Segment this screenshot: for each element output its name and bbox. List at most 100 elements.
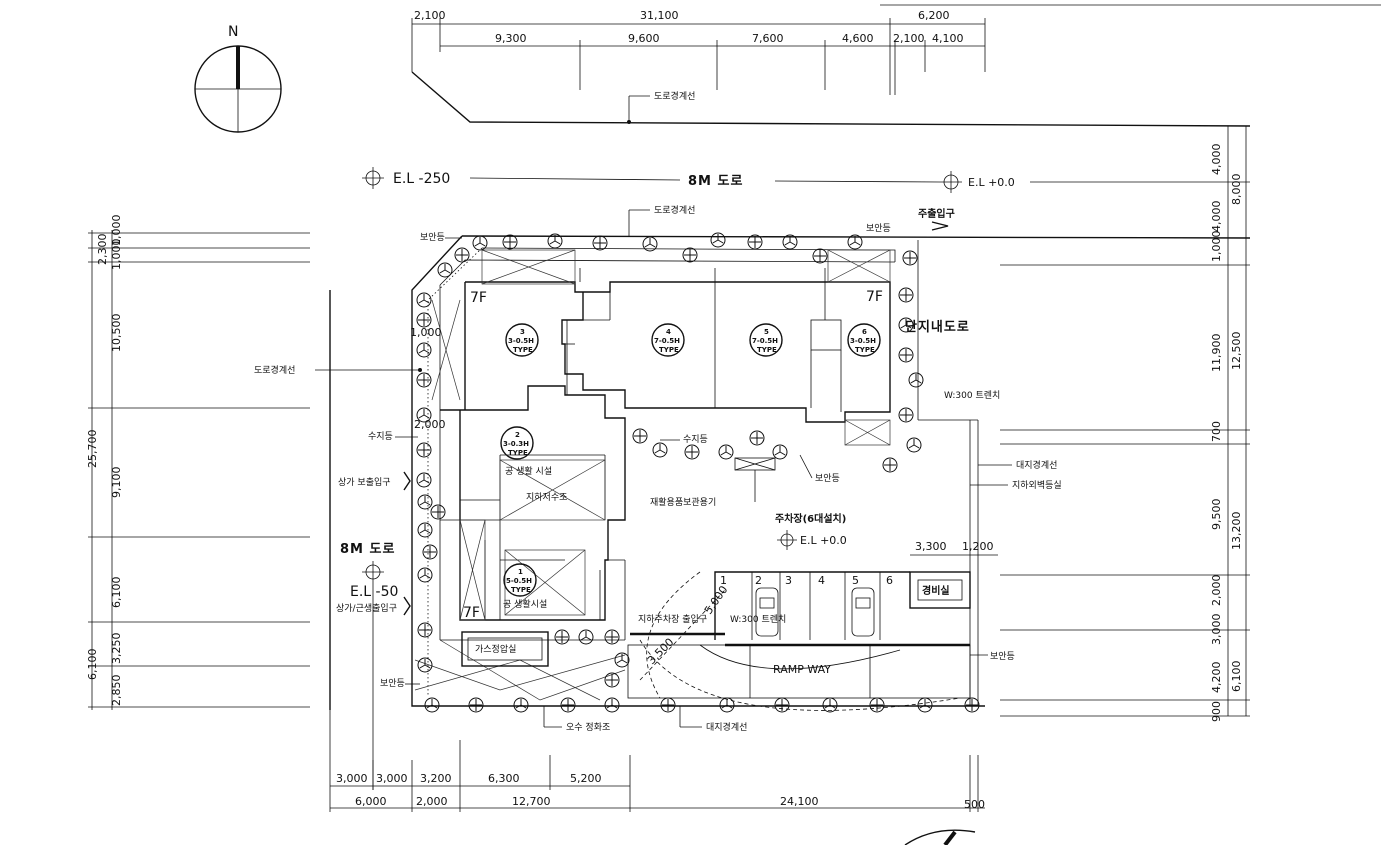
svg-text:3-0.3H: 3-0.3H (503, 440, 529, 448)
svg-text:6,100: 6,100 (110, 577, 123, 609)
svg-text:12,700: 12,700 (512, 795, 551, 808)
tree-icon (424, 697, 440, 713)
site-boundary (411, 235, 985, 707)
label-underground-facility: 지하저수조 (526, 492, 567, 503)
unit-marker-4: 4 7-0.5H TYPE (651, 323, 685, 357)
svg-text:5,200: 5,200 (570, 772, 602, 785)
svg-text:12,500: 12,500 (1230, 332, 1243, 371)
svg-text:1: 1 (518, 568, 523, 576)
tree-icon (749, 430, 765, 446)
label-street-light-2: 수지등 (683, 434, 708, 445)
tree-icon (718, 444, 734, 460)
parking-spot-5: 5 (852, 574, 859, 587)
north-arrow: N (194, 24, 282, 133)
svg-text:3-0.5H: 3-0.5H (850, 337, 876, 345)
dim-top-part-1: 9,300 (495, 32, 527, 45)
svg-text:E.L -250: E.L -250 (393, 171, 450, 187)
tree-icon (917, 697, 933, 713)
label-site-boundary-bottom: 대지경계선 (706, 721, 747, 733)
svg-text:4,000: 4,000 (1210, 201, 1223, 233)
tree-icon (592, 235, 608, 251)
car-icon (755, 587, 779, 637)
label-security-light-1: 보안등 (420, 232, 445, 243)
tree-icon (684, 444, 700, 460)
label-sub-entrance: 상가 보출입구 (338, 476, 391, 488)
tree-icon (417, 567, 433, 583)
svg-text:6,100: 6,100 (86, 649, 99, 681)
tree-icon (812, 248, 828, 264)
svg-text:24,100: 24,100 (780, 795, 819, 808)
svg-text:1,000: 1,000 (1210, 231, 1223, 263)
tree-icon (416, 472, 432, 488)
tree-icon (416, 407, 432, 423)
tree-icon (847, 234, 863, 250)
svg-text:9,100: 9,100 (110, 467, 123, 499)
svg-text:6,100: 6,100 (1230, 661, 1243, 693)
tree-icon (822, 697, 838, 713)
hatch-areas (414, 249, 891, 701)
label-security-light-4: 보안등 (990, 651, 1015, 662)
elevation-top-left: E.L -250 (362, 167, 450, 189)
label-underground-vent: 지하외벽등실 (1012, 479, 1062, 491)
tree-icon (719, 697, 735, 713)
svg-text:5-0.5H: 5-0.5H (506, 577, 532, 585)
svg-text:5: 5 (764, 328, 769, 336)
car-icon (851, 587, 875, 637)
tree-icon (747, 234, 763, 250)
tree-icon (710, 232, 726, 248)
tree-icon (614, 652, 630, 668)
label-facility-top: 공 생활 시설 (505, 465, 552, 477)
tree-icon (422, 544, 438, 560)
tree-icon (417, 522, 433, 538)
tree-icon (430, 504, 446, 520)
tree-icon (660, 697, 676, 713)
tree-icon (416, 312, 432, 328)
svg-text:1,200: 1,200 (962, 540, 994, 553)
unit-marker-6: 6 3-0.5H TYPE (847, 323, 881, 357)
tree-icon (906, 437, 922, 453)
label-main-entrance: 주출입구 (918, 207, 955, 220)
tree-icon (882, 457, 898, 473)
svg-text:25,700: 25,700 (86, 430, 99, 469)
tree-icon (682, 247, 698, 263)
svg-text:1,000: 1,000 (110, 239, 123, 271)
svg-text:4: 4 (666, 328, 671, 336)
svg-text:9,500: 9,500 (1210, 499, 1223, 531)
svg-text:3,300: 3,300 (915, 540, 947, 553)
svg-text:3,500: 3,500 (645, 636, 676, 667)
svg-text:500: 500 (964, 798, 985, 811)
tree-icon (513, 697, 529, 713)
label-facility-bottom: 공 생활시설 (503, 598, 547, 610)
dim-top-overall-2: 31,100 (640, 9, 679, 22)
svg-text:1,000: 1,000 (110, 215, 123, 247)
dim-top-part-4: 4,600 (842, 32, 874, 45)
label-ramp: RAMP WAY (773, 663, 831, 676)
svg-text:4,000: 4,000 (1210, 144, 1223, 176)
label-security-light-2: 보안등 (866, 223, 891, 234)
svg-text:3,200: 3,200 (420, 772, 452, 785)
label-street-light-1: 수지등 (368, 431, 393, 442)
svg-text:10,500: 10,500 (110, 314, 123, 353)
unit-marker-5: 5 7-0.5H TYPE (749, 323, 783, 357)
label-gas: 가스정압실 (475, 643, 516, 655)
tree-icon (554, 629, 570, 645)
tree-icon (782, 234, 798, 250)
svg-text:6,000: 6,000 (355, 795, 387, 808)
svg-text:TYPE: TYPE (511, 586, 531, 594)
elevation-left: E.L -50 (350, 561, 398, 600)
svg-text:8,000: 8,000 (1230, 174, 1243, 206)
dim-top-part-5: 2,100 (893, 32, 925, 45)
north-label: N (228, 24, 238, 40)
svg-text:2,000: 2,000 (1210, 575, 1223, 607)
tree-icon (774, 697, 790, 713)
svg-text:3: 3 (520, 328, 525, 336)
tree-icon (417, 657, 433, 673)
svg-text:13,200: 13,200 (1230, 512, 1243, 551)
label-road-boundary-top1: 도로경계선 (654, 90, 695, 102)
tree-icon (772, 444, 788, 460)
svg-text:7-0.5H: 7-0.5H (654, 337, 680, 345)
svg-text:3,000: 3,000 (1210, 614, 1223, 646)
bottom-dimensions: 3,000 3,000 3,200 6,300 5,200 6,000 2,00… (329, 740, 985, 812)
tree-icon (902, 250, 918, 266)
